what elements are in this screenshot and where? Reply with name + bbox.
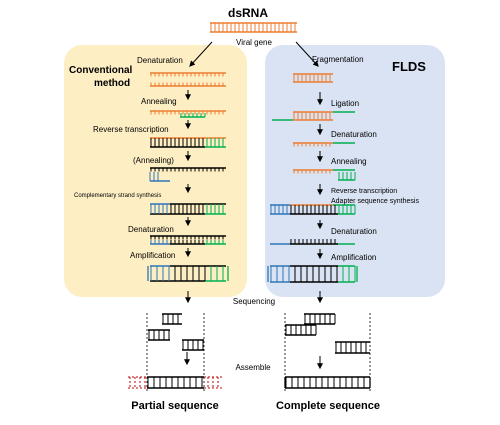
flow-arrows [184, 41, 323, 370]
conventional-title-line1: Conventional [69, 65, 133, 76]
flds-step-annealing: Annealing [331, 157, 367, 166]
partial-sequence-label: Partial sequence [131, 400, 219, 412]
flds-step-amplification: Amplification [331, 253, 377, 262]
conv-step-amplification: Amplification [130, 251, 176, 260]
top-dsrna [210, 22, 297, 33]
complete-sequence-label: Complete sequence [276, 400, 380, 412]
flds-step-denaturation: Denaturation [331, 130, 377, 139]
assemble-label: Assemble [235, 363, 271, 372]
sequencing-label: Sequencing [232, 297, 276, 306]
flds-title: FLDS [392, 59, 426, 74]
dsrna-title: dsRNA [227, 6, 269, 20]
arrow-to-flds [295, 41, 319, 67]
arrow-to-conventional [189, 41, 213, 67]
flds-step-fragmentation: Fragmentation [312, 55, 364, 64]
flds-step-ligation: Ligation [331, 99, 360, 108]
flds-strands [267, 73, 358, 283]
flds-step-denaturation-2: Denaturation [331, 227, 377, 236]
conv-step-denaturation-2: Denaturation [128, 225, 174, 234]
viral-gene-label: Viral gene [236, 38, 272, 47]
conv-step-reverse-transcription: Reverse transcription [93, 125, 169, 134]
conv-step-complementary-synthesis: Complementary strand synthesis [74, 193, 162, 199]
bottom-assembly [128, 313, 371, 392]
conv-step-annealing-optional: (Annealing) [133, 156, 174, 165]
flds-panel [265, 45, 445, 297]
flds-step-adapter-synthesis: Adapter sequence synthesis [331, 198, 419, 205]
conv-step-annealing: Annealing [141, 97, 177, 106]
conventional-title-line2: method [94, 78, 131, 89]
conventional-strands [147, 72, 229, 282]
flds-step-reverse-transcription: Reverse transcription [331, 188, 398, 195]
conv-step-denaturation: Denaturation [137, 56, 183, 65]
